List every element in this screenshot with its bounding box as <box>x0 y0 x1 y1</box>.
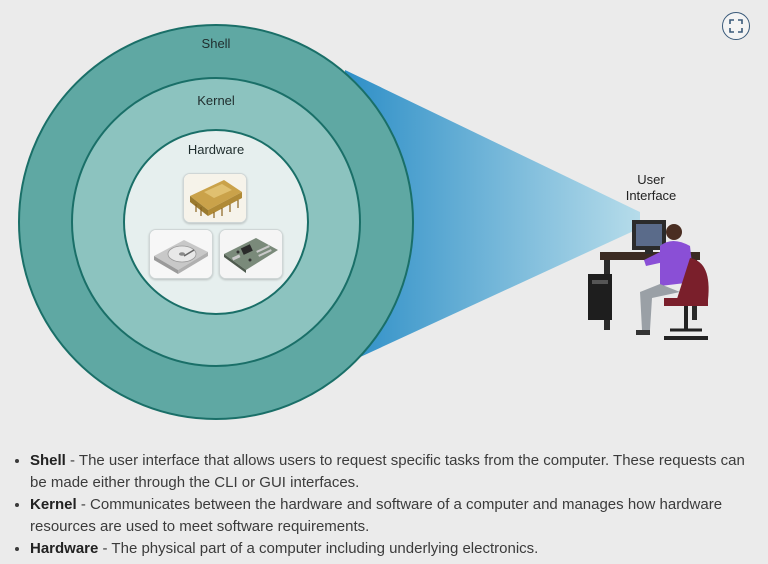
list-item: Shell - The user interface that allows u… <box>30 450 760 494</box>
expand-button[interactable] <box>722 12 750 40</box>
interface-beam <box>345 70 640 364</box>
user-interface-line1: User <box>637 172 665 187</box>
hard-drive-icon <box>150 230 212 278</box>
bullet-term: Shell <box>30 452 66 469</box>
bullet-term: Kernel <box>30 496 77 513</box>
os-layers-diagram <box>18 24 709 420</box>
motherboard-image <box>219 229 283 279</box>
cpu-chip-image <box>183 173 247 223</box>
list-item: Hardware - The physical part of a comput… <box>30 538 760 560</box>
hard-drive-image <box>149 229 213 279</box>
user-interface-label: User Interface <box>606 172 696 204</box>
expand-icon <box>729 19 743 33</box>
motherboard-icon <box>220 230 282 278</box>
bullet-text: - The user interface that allows users t… <box>30 452 745 491</box>
list-item: Kernel - Communicates between the hardwa… <box>30 494 760 538</box>
bullet-text: - Communicates between the hardware and … <box>30 496 723 535</box>
layer-descriptions: Shell - The user interface that allows u… <box>14 450 760 560</box>
bullet-term: Hardware <box>30 540 99 557</box>
hardware-label: Hardware <box>187 142 245 157</box>
computer-user-icon <box>588 220 709 340</box>
user-interface-line2: Interface <box>625 188 677 203</box>
cpu-chip-icon <box>184 174 246 222</box>
shell-label: Shell <box>201 36 231 51</box>
bullet-text: - The physical part of a computer includ… <box>98 540 539 557</box>
kernel-label: Kernel <box>197 93 235 108</box>
